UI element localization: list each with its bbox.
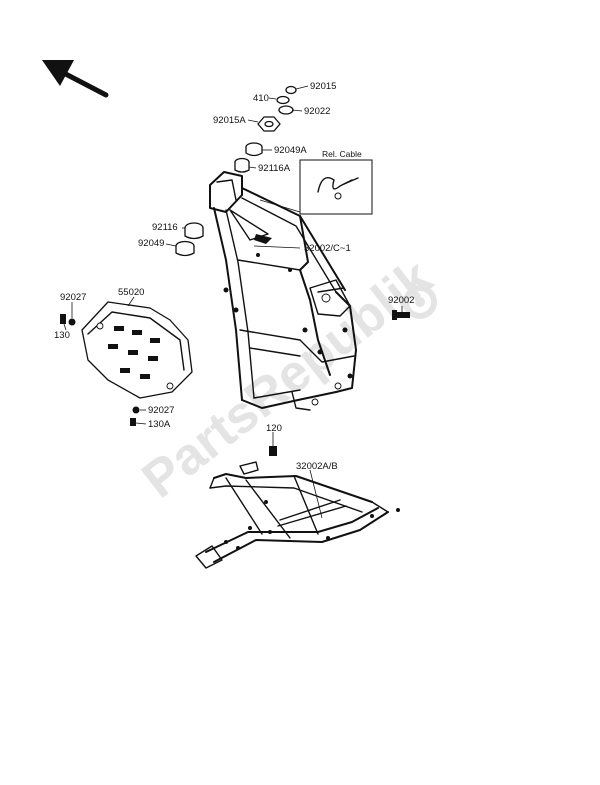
rel-cable-inset xyxy=(259,159,373,215)
label-92022: 92022 xyxy=(304,106,330,117)
main-frame xyxy=(209,171,357,411)
watermark-gear-icon xyxy=(403,285,437,319)
label-92027-bottom: 92027 xyxy=(148,405,174,416)
label-32002C: 32002/C~1 xyxy=(304,243,351,254)
label-92116A: 92116A xyxy=(258,163,291,174)
fastener-92027-bottom xyxy=(132,406,140,414)
lower-subframe xyxy=(195,461,400,569)
front-direction-arrow-icon xyxy=(42,60,109,98)
fastener-130A xyxy=(130,418,136,426)
fastener-130 xyxy=(60,314,66,324)
leader-lines xyxy=(63,85,403,519)
label-32002AB: 32002A/B xyxy=(296,461,338,472)
label-410: 410 xyxy=(253,93,269,104)
label-92116: 92116 xyxy=(152,222,178,233)
label-92015A: 92015A xyxy=(213,115,246,126)
label-120: 120 xyxy=(266,423,282,434)
fastener-92027-top xyxy=(68,318,76,326)
skid-plate xyxy=(81,301,193,399)
label-92049A: 92049A xyxy=(274,145,307,156)
label-92015: 92015 xyxy=(310,81,336,92)
label-rel-cable: Rel. Cable xyxy=(322,149,362,159)
bolt-92002 xyxy=(392,310,410,320)
steering-head-parts xyxy=(234,85,297,173)
lower-bearing-parts xyxy=(175,222,204,257)
label-92049: 92049 xyxy=(138,238,164,249)
label-130: 130 xyxy=(54,330,70,341)
bolt-120 xyxy=(269,446,277,456)
label-55020: 55020 xyxy=(118,287,144,298)
label-92027-top: 92027 xyxy=(60,292,86,303)
label-130A: 130A xyxy=(148,419,171,430)
callout-labels: 92015 410 92022 92015A 92049A 92116A Rel… xyxy=(54,81,414,472)
label-92002: 92002 xyxy=(388,295,414,306)
